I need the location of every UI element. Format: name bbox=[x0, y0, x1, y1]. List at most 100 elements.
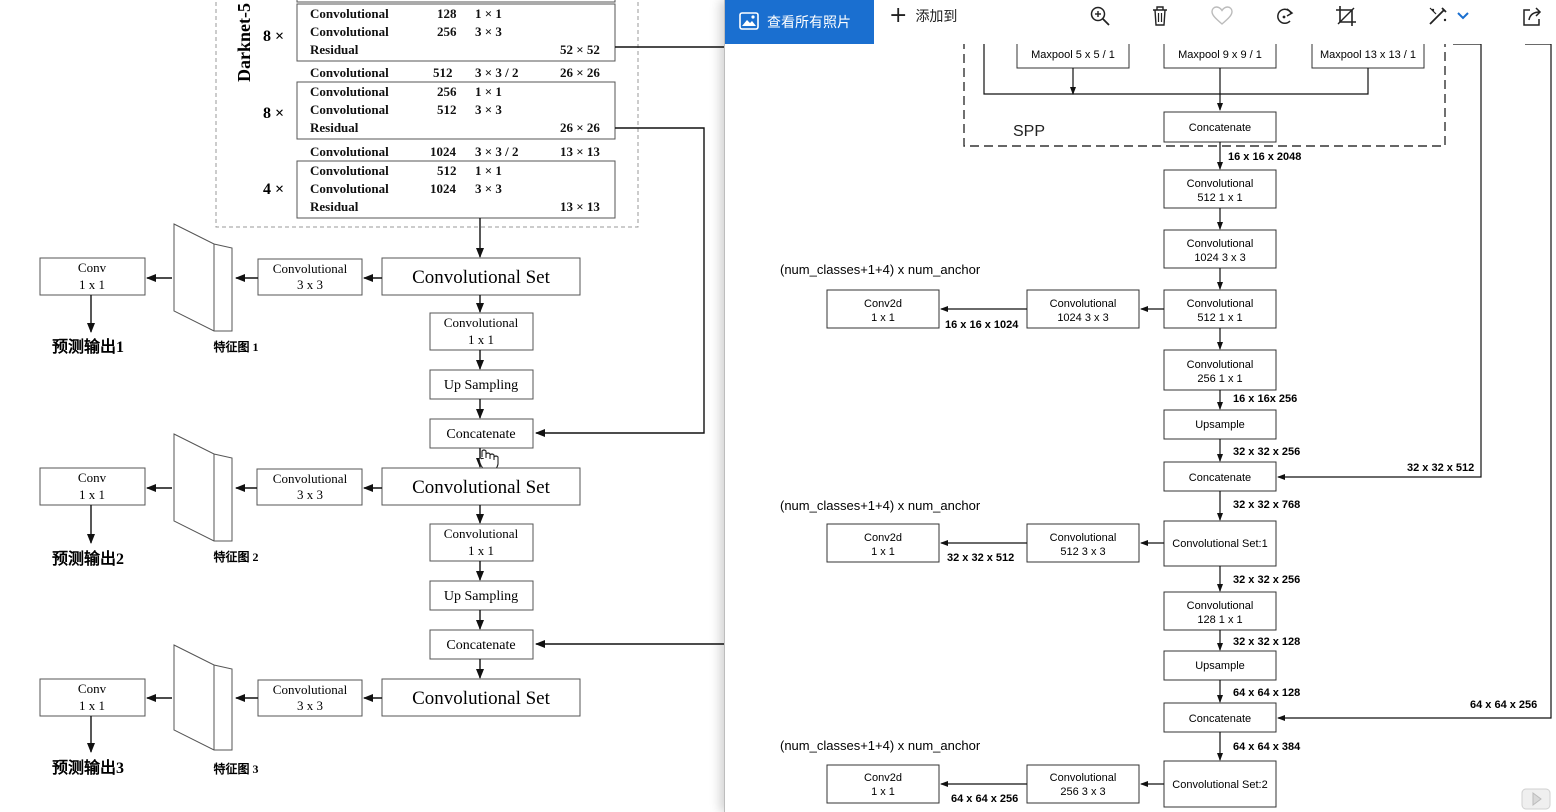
maxpool-label: Maxpool 9 x 9 / 1 bbox=[1178, 49, 1262, 61]
concatenate-box-1 bbox=[429, 418, 534, 449]
next-page-button[interactable] bbox=[1521, 788, 1551, 810]
conv2d-box bbox=[826, 523, 940, 563]
conv-1x1-size: 1 x 1 bbox=[468, 332, 494, 347]
conv2d-size: 1 x 1 bbox=[871, 546, 895, 558]
concatenate-box bbox=[1163, 461, 1277, 492]
dim-label: 32 x 32 x 512 bbox=[947, 552, 1014, 564]
crop-icon bbox=[1336, 6, 1356, 26]
conv-small-size: 1 x 1 bbox=[79, 277, 105, 292]
dim-label: 64 x 64 x 256 bbox=[951, 793, 1018, 805]
conv2d-label: Conv2d bbox=[864, 532, 902, 544]
prediction-output-3: 预测输出3 bbox=[52, 758, 124, 777]
hand-cursor-icon bbox=[478, 449, 499, 472]
chevron-down-icon bbox=[1457, 12, 1469, 20]
row-output: 13 × 13 bbox=[560, 199, 600, 214]
row-filters: 1024 bbox=[430, 181, 457, 196]
conv-small-label: Conv bbox=[78, 260, 107, 275]
up-sampling-box-2 bbox=[429, 580, 534, 611]
conv-3x3-box-2 bbox=[256, 468, 363, 506]
dim-label: 32 x 32 x 512 bbox=[1407, 462, 1474, 474]
plus-icon: + bbox=[889, 3, 908, 28]
row-name: Residual bbox=[310, 199, 359, 214]
prediction-output-2: 预测输出2 bbox=[52, 549, 124, 568]
feature-map-3 bbox=[173, 644, 233, 751]
zoom-in-button[interactable] bbox=[1087, 4, 1113, 28]
heart-icon bbox=[1211, 6, 1233, 25]
rotate-button[interactable] bbox=[1272, 4, 1298, 28]
photo-viewer-window: SPP Maxpool 5 x 5 / 1 Maxpool 9 x 9 / 1 … bbox=[724, 0, 1556, 812]
conv-set-2-box bbox=[1163, 760, 1277, 808]
conv-1x1-small-box-3 bbox=[39, 678, 146, 717]
conv2d-box bbox=[826, 764, 940, 804]
conv-set-box-2 bbox=[381, 467, 581, 506]
row-name: Residual bbox=[310, 42, 359, 57]
conv-param: 256 3 x 3 bbox=[1060, 786, 1105, 798]
next-arrow-icon bbox=[1521, 788, 1551, 810]
conv-box bbox=[1163, 169, 1277, 209]
dim-label: 64 x 64 x 384 bbox=[1233, 741, 1301, 753]
conv-small-size: 1 x 1 bbox=[79, 487, 105, 502]
residual-group-3 bbox=[296, 160, 616, 219]
trash-icon bbox=[1153, 6, 1167, 26]
zoom-in-icon bbox=[1090, 6, 1110, 26]
conv-3x3-size: 3 x 3 bbox=[297, 487, 323, 502]
conv-box bbox=[1026, 764, 1140, 804]
view-all-photos-button[interactable]: 查看所有照片 bbox=[725, 0, 874, 44]
dim-label: 64 x 64 x 256 bbox=[1470, 699, 1537, 711]
conv2d-size: 1 x 1 bbox=[871, 786, 895, 798]
share-button[interactable] bbox=[1519, 4, 1545, 28]
crop-button[interactable] bbox=[1333, 4, 1359, 28]
row-filters: 512 bbox=[433, 65, 453, 80]
concatenate-label: Concatenate bbox=[446, 638, 515, 653]
row-name: Residual bbox=[310, 120, 359, 135]
conv-param: 1024 3 x 3 bbox=[1194, 252, 1245, 264]
edit-dropdown-button[interactable] bbox=[1455, 4, 1471, 28]
residual-group-2 bbox=[296, 81, 616, 140]
row-name: Convolutional bbox=[310, 84, 389, 99]
row-size: 3 × 3 bbox=[475, 102, 502, 117]
dim-label: 16 x 16x 256 bbox=[1233, 393, 1297, 405]
prediction-output-1: 预测输出1 bbox=[52, 337, 124, 356]
conv-set-box-1 bbox=[381, 257, 581, 296]
maxpool-box bbox=[1311, 39, 1425, 69]
conv-1x1-size: 1 x 1 bbox=[468, 543, 494, 558]
maxpool-label: Maxpool 5 x 5 / 1 bbox=[1031, 49, 1115, 61]
conv-box bbox=[1163, 289, 1277, 329]
edit-button[interactable] bbox=[1425, 4, 1451, 28]
conv-set-label: Convolutional Set bbox=[412, 477, 550, 498]
conv-1x1-label: Convolutional bbox=[444, 526, 519, 541]
conv-label: Convolutional bbox=[1050, 532, 1117, 544]
upsample-box bbox=[1163, 409, 1277, 440]
conv-label: Convolutional bbox=[1187, 178, 1254, 190]
conv-param: 512 1 x 1 bbox=[1197, 192, 1242, 204]
yolov3-diagram: Darknet-5 8 × 8 × 4 × Convolutional 128 … bbox=[39, 0, 724, 777]
row-name: Convolutional bbox=[310, 6, 389, 21]
anchor-label: (num_classes+1+4) x num_anchor bbox=[780, 738, 981, 753]
conv-1x1-label: Convolutional bbox=[444, 315, 519, 330]
anchor-label: (num_classes+1+4) x num_anchor bbox=[780, 498, 981, 513]
feature-map-1 bbox=[173, 223, 233, 332]
route-line-26 bbox=[535, 127, 705, 437]
conv-set-label: Convolutional Set bbox=[412, 688, 550, 709]
conv2d-label: Conv2d bbox=[864, 298, 902, 310]
maxpool-box bbox=[1016, 39, 1130, 69]
feature-map-label: 特征图 1 bbox=[213, 339, 258, 354]
row-filters: 512 bbox=[437, 163, 457, 178]
conv-box bbox=[1163, 229, 1277, 269]
conv-box bbox=[1163, 349, 1277, 391]
backbone-dashed-box bbox=[215, 0, 639, 228]
dim-label: 32 x 32 x 768 bbox=[1233, 499, 1300, 511]
add-to-button[interactable]: + 添加到 bbox=[889, 0, 957, 32]
share-icon bbox=[1523, 7, 1542, 26]
viewer-toolbar: 查看所有照片 + 添加到 bbox=[725, 0, 1556, 44]
conv-small-size: 1 x 1 bbox=[79, 698, 105, 713]
conv-3x3-label: Convolutional bbox=[273, 682, 348, 697]
edit-effects-icon bbox=[1429, 7, 1447, 25]
favorite-button[interactable] bbox=[1209, 4, 1235, 28]
delete-button[interactable] bbox=[1147, 4, 1173, 28]
dim-label: 16 x 16 x 1024 bbox=[945, 319, 1019, 331]
feature-map-label: 特征图 2 bbox=[213, 549, 258, 564]
conv-small-label: Conv bbox=[78, 470, 107, 485]
concatenate-box-2 bbox=[429, 629, 534, 660]
concatenate-box bbox=[1163, 702, 1277, 733]
